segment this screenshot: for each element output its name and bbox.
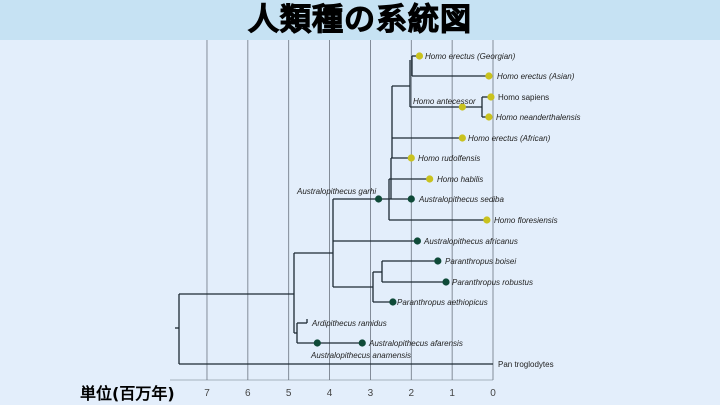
axis-tick-label: 1 (449, 388, 455, 399)
taxon-dot (407, 154, 415, 162)
taxon-dot (485, 72, 493, 80)
taxon-label: Australopithecus garhi (296, 187, 376, 196)
taxon-dot (413, 237, 422, 245)
page-title: 人類種の系統図 (248, 2, 472, 39)
taxon-label: Paranthropus robustus (452, 278, 533, 287)
taxon-dot (374, 195, 383, 203)
taxon-label: Paranthropus boisei (445, 257, 516, 266)
axis-unit-label: 単位(百万年) (80, 384, 175, 403)
taxon-label: Australopithecus sediba (418, 195, 504, 204)
taxon-label: Homo erectus (Asian) (497, 72, 575, 81)
taxon-label: Homo erectus (African) (468, 134, 551, 143)
taxon-dot (313, 339, 321, 347)
taxon-label: Homo floresiensis (494, 216, 558, 225)
taxon-dot (442, 278, 450, 286)
taxon-dot (415, 52, 424, 60)
taxon-dot (389, 298, 397, 306)
axis-tick-label: 3 (368, 388, 374, 399)
taxon-dot (485, 113, 493, 121)
taxon-dot (426, 175, 434, 183)
taxon-label: Homo erectus (Georgian) (425, 52, 516, 61)
taxon-dot (483, 216, 491, 224)
taxon-label: Homo neanderthalensis (496, 113, 581, 122)
title-band (0, 0, 720, 40)
axis-tick-label: 0 (490, 388, 496, 399)
taxon-label: Paranthropus aethiopicus (397, 298, 488, 307)
taxon-label: Australopithecus afarensis (368, 339, 463, 348)
taxon-dot (487, 93, 495, 101)
taxon-label: Homo sapiens (498, 93, 549, 102)
taxon-dot (407, 195, 415, 203)
axis-tick-label: 7 (204, 388, 210, 399)
taxon-dot (458, 134, 466, 142)
taxon-label: Homo antecessor (413, 97, 476, 106)
axis-tick-label: 4 (327, 388, 333, 399)
axis-tick-label: 2 (408, 388, 414, 399)
taxon-label: Australopithecus africanus (423, 237, 518, 246)
taxon-label: Pan troglodytes (498, 360, 554, 369)
taxon-label: Homo habilis (437, 175, 483, 184)
taxon-label: Ardipithecus ramidus (311, 319, 387, 328)
axis-tick-label: 5 (286, 388, 292, 399)
taxon-label: Homo rudolfensis (418, 154, 480, 163)
taxon-dot (358, 339, 366, 347)
taxon-dot (434, 257, 442, 265)
axis-tick-label: 6 (245, 388, 251, 399)
taxon-dot (458, 103, 466, 111)
taxon-label: Australopithecus anamensis (310, 351, 411, 360)
